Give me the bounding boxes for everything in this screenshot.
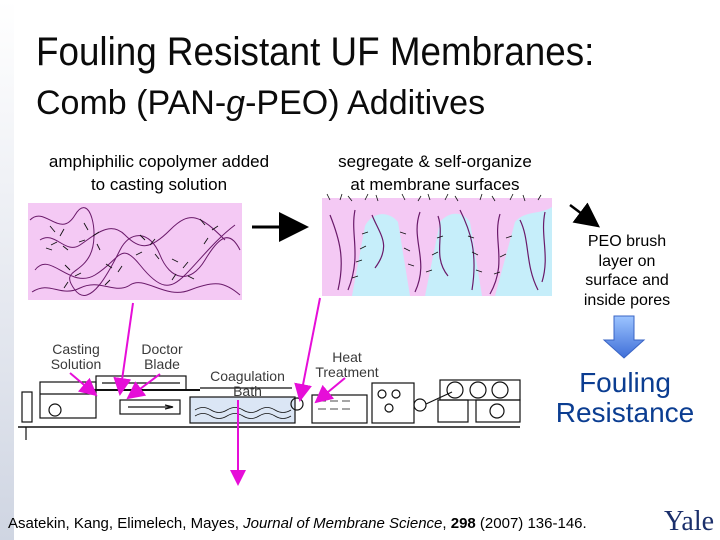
brush-pointer-arrow <box>569 202 600 228</box>
heat-pointer-arrow <box>314 377 346 404</box>
caption-right-line2: at membrane surfaces <box>350 175 520 194</box>
peo-brush-line3: surface and <box>585 272 669 289</box>
doctor-blade-label: Doctor Blade <box>126 342 198 372</box>
bath-line2: Bath <box>233 383 262 399</box>
fouling-resistance-label: Fouling Resistance <box>540 368 710 428</box>
pointer-arrows <box>69 297 346 486</box>
caption-self-organize: segregate & self-organize at membrane su… <box>310 150 560 196</box>
casting-line2: Solution <box>50 356 102 372</box>
slide-side-bar <box>0 0 14 540</box>
caption-left-line2: to casting solution <box>90 175 228 194</box>
subtitle-prefix: Comb (PAN- <box>36 84 227 122</box>
membrane-pores-illustration <box>322 193 552 296</box>
membrane-pointer-arrow <box>294 297 321 402</box>
heat-line2: Treatment <box>315 364 379 380</box>
caption-copolymer-added: amphiphilic copolymer added to casting s… <box>18 150 300 196</box>
doctor-blade-pointer-arrow <box>113 302 134 396</box>
citation-volume: 298 <box>450 515 476 532</box>
down-arrow-icon <box>602 315 646 359</box>
fouling-line1: Fouling <box>579 367 671 398</box>
bath-pointer-head <box>230 470 246 486</box>
casting-solution-label: Casting Solution <box>36 342 116 372</box>
blade-line2: Blade <box>144 356 180 372</box>
citation-authors: Asatekin, Kang, Elimelech, Mayes, <box>8 515 244 532</box>
peo-brush-line2: layer on <box>598 252 656 270</box>
fouling-line2: Resistance <box>555 397 695 428</box>
casting-pointer-arrow <box>69 372 98 397</box>
subtitle-italic: g <box>226 84 246 122</box>
slide-subtitle: Comb (PAN-g-PEO) Additives <box>36 84 485 123</box>
subtitle-suffix: -PEO) Additives <box>245 84 486 122</box>
polymer-solution-illustration <box>28 203 242 300</box>
citation-pages: (2007) 136-146. <box>475 515 587 532</box>
peo-brush-label: PEO brush layer on surface and inside po… <box>562 232 692 310</box>
blade-line1: Doctor <box>141 341 183 357</box>
citation-journal: Journal of Membrane Science <box>243 515 443 532</box>
caption-right-line1: segregate & self-organize <box>338 152 532 171</box>
coagulation-bath-label: Coagulation Bath <box>200 369 295 399</box>
doctor-blade-pointer-arrow-2 <box>126 373 161 400</box>
peo-brush-line4: inside pores <box>583 291 671 309</box>
caption-left-line1: amphiphilic copolymer added <box>48 152 270 171</box>
heat-treatment-label: Heat Treatment <box>304 350 390 380</box>
peo-brush-line1: PEO brush <box>587 233 667 250</box>
citation-separator: , <box>442 515 451 532</box>
slide-title: Fouling Resistant UF Membranes: <box>36 30 595 74</box>
casting-line1: Casting <box>52 341 100 357</box>
citation: Asatekin, Kang, Elimelech, Mayes, Journa… <box>8 515 587 532</box>
heat-line1: Heat <box>332 349 362 365</box>
yale-logo: Yale <box>664 506 715 537</box>
bath-line1: Coagulation <box>210 368 285 384</box>
